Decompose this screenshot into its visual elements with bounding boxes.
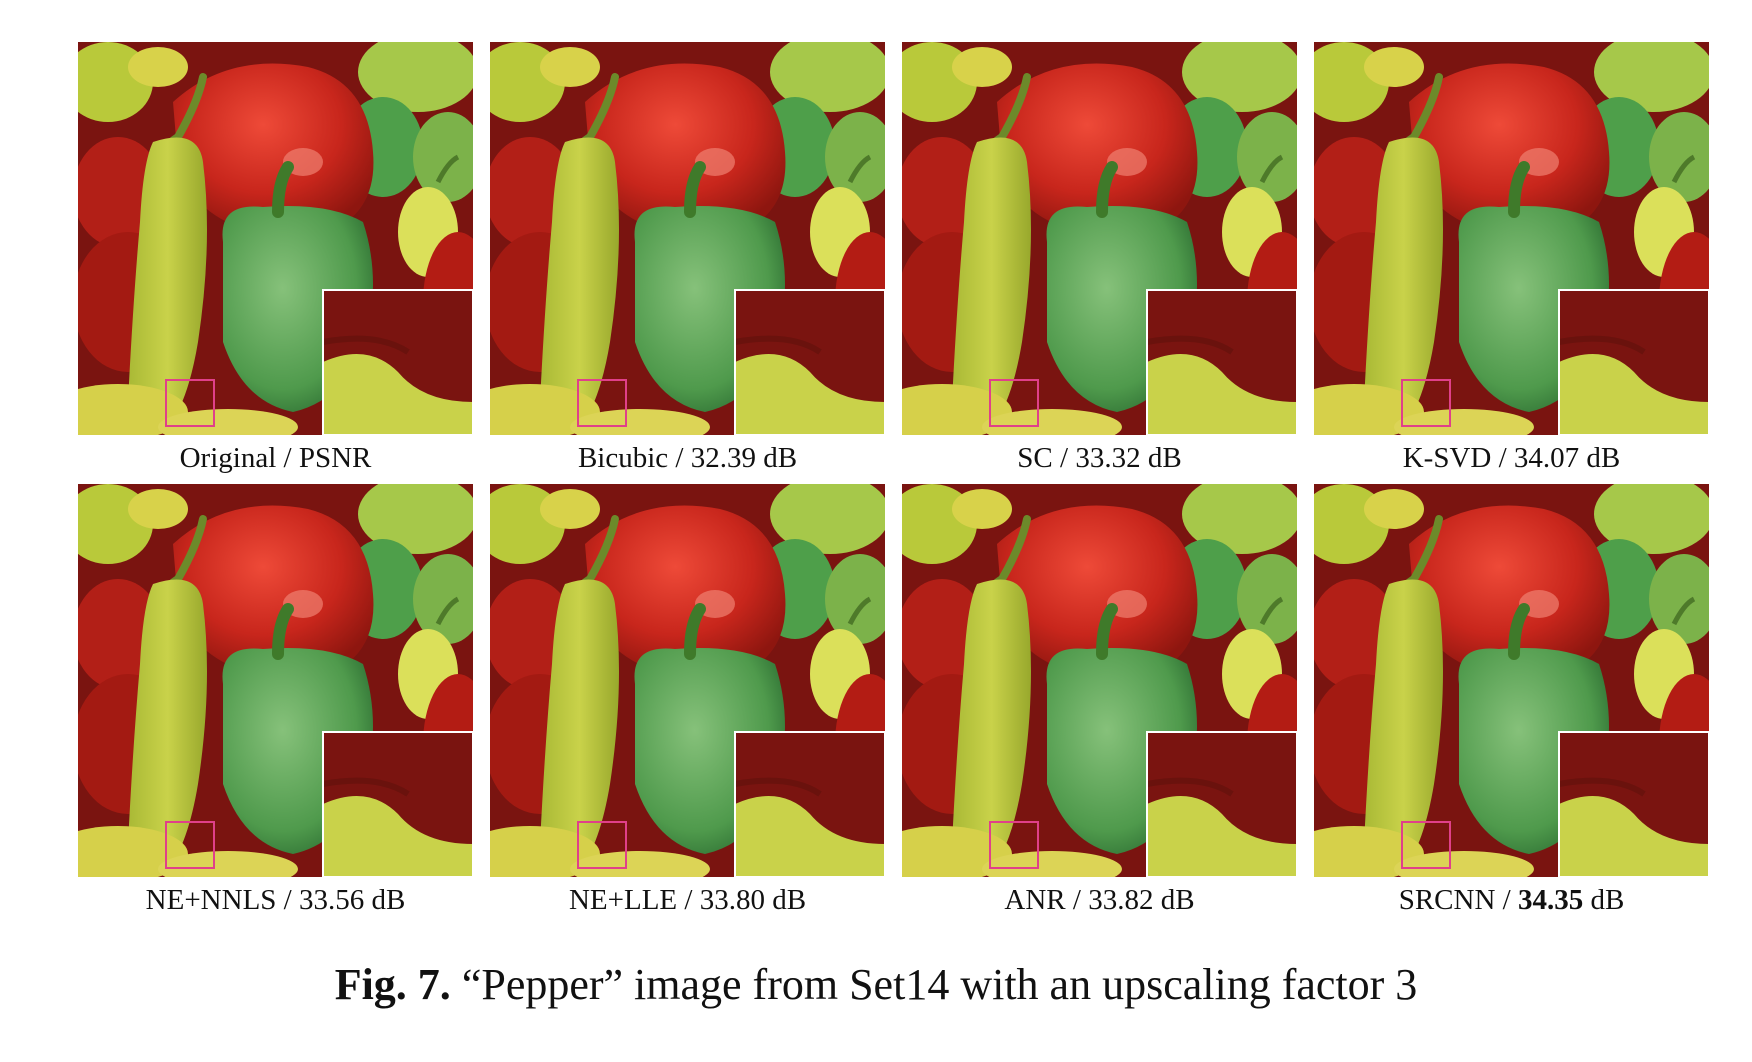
- panel-caption: SRCNN / 34.35 dB: [1398, 884, 1625, 916]
- panel-srcnn: SRCNN / 34.35 dB: [1314, 484, 1709, 916]
- pepper-scene: [902, 42, 1297, 435]
- figure-caption: Fig. 7. “Pepper” image from Set14 with a…: [0, 960, 1752, 1010]
- psnr-value: 34.07: [1513, 442, 1580, 474]
- pepper-scene: [1314, 484, 1709, 877]
- panel-anr: ANR / 33.82 dB: [902, 484, 1297, 916]
- panel-caption: K-SVD / 34.07 dB: [1402, 442, 1621, 474]
- psnr-value: 33.82: [1088, 884, 1154, 916]
- panel-ne-lle: NE+LLE / 33.80 dB: [490, 484, 885, 916]
- psnr-value: 32.39: [690, 442, 756, 474]
- panel-caption: SC / 33.32 dB: [1017, 442, 1182, 474]
- pepper-image: [902, 484, 1297, 877]
- panel-sc: SC / 33.32 dB: [902, 42, 1297, 474]
- pepper-image: [78, 42, 473, 435]
- pepper-scene: [1314, 42, 1709, 435]
- pepper-image: [1314, 42, 1709, 435]
- panel-caption: Original / PSNR: [179, 442, 372, 474]
- psnr-value: 33.80: [699, 884, 765, 916]
- pepper-image: [490, 42, 885, 435]
- pepper-scene: [78, 42, 473, 435]
- panel-caption: NE+NNLS / 33.56 dB: [145, 884, 406, 916]
- panel-original: Original / PSNR: [78, 42, 473, 474]
- pepper-scene: [490, 42, 885, 435]
- pepper-image: [78, 484, 473, 877]
- psnr-value: 33.56: [298, 884, 365, 916]
- pepper-image: [902, 42, 1297, 435]
- panel-caption: Bicubic / 32.39 dB: [577, 442, 798, 474]
- pepper-image: [1314, 484, 1709, 877]
- psnr-value-best: 34.35: [1517, 884, 1584, 916]
- figure-caption-text: “Pepper” image from Set14 with an upscal…: [461, 960, 1418, 1009]
- pepper-scene: [490, 484, 885, 877]
- panel-ksvd: K-SVD / 34.07 dB: [1314, 42, 1709, 474]
- pepper-scene: [902, 484, 1297, 877]
- figure-label: Fig. 7.: [334, 960, 451, 1009]
- panel-caption: ANR / 33.82 dB: [1004, 884, 1195, 916]
- psnr-value: PSNR: [298, 442, 372, 474]
- panel-ne-nnls: NE+NNLS / 33.56 dB: [78, 484, 473, 916]
- panel-caption: NE+LLE / 33.80 dB: [568, 884, 807, 916]
- pepper-scene: [78, 484, 473, 877]
- pepper-image: [490, 484, 885, 877]
- psnr-value: 33.32: [1075, 442, 1141, 474]
- panel-bicubic: Bicubic / 32.39 dB: [490, 42, 885, 474]
